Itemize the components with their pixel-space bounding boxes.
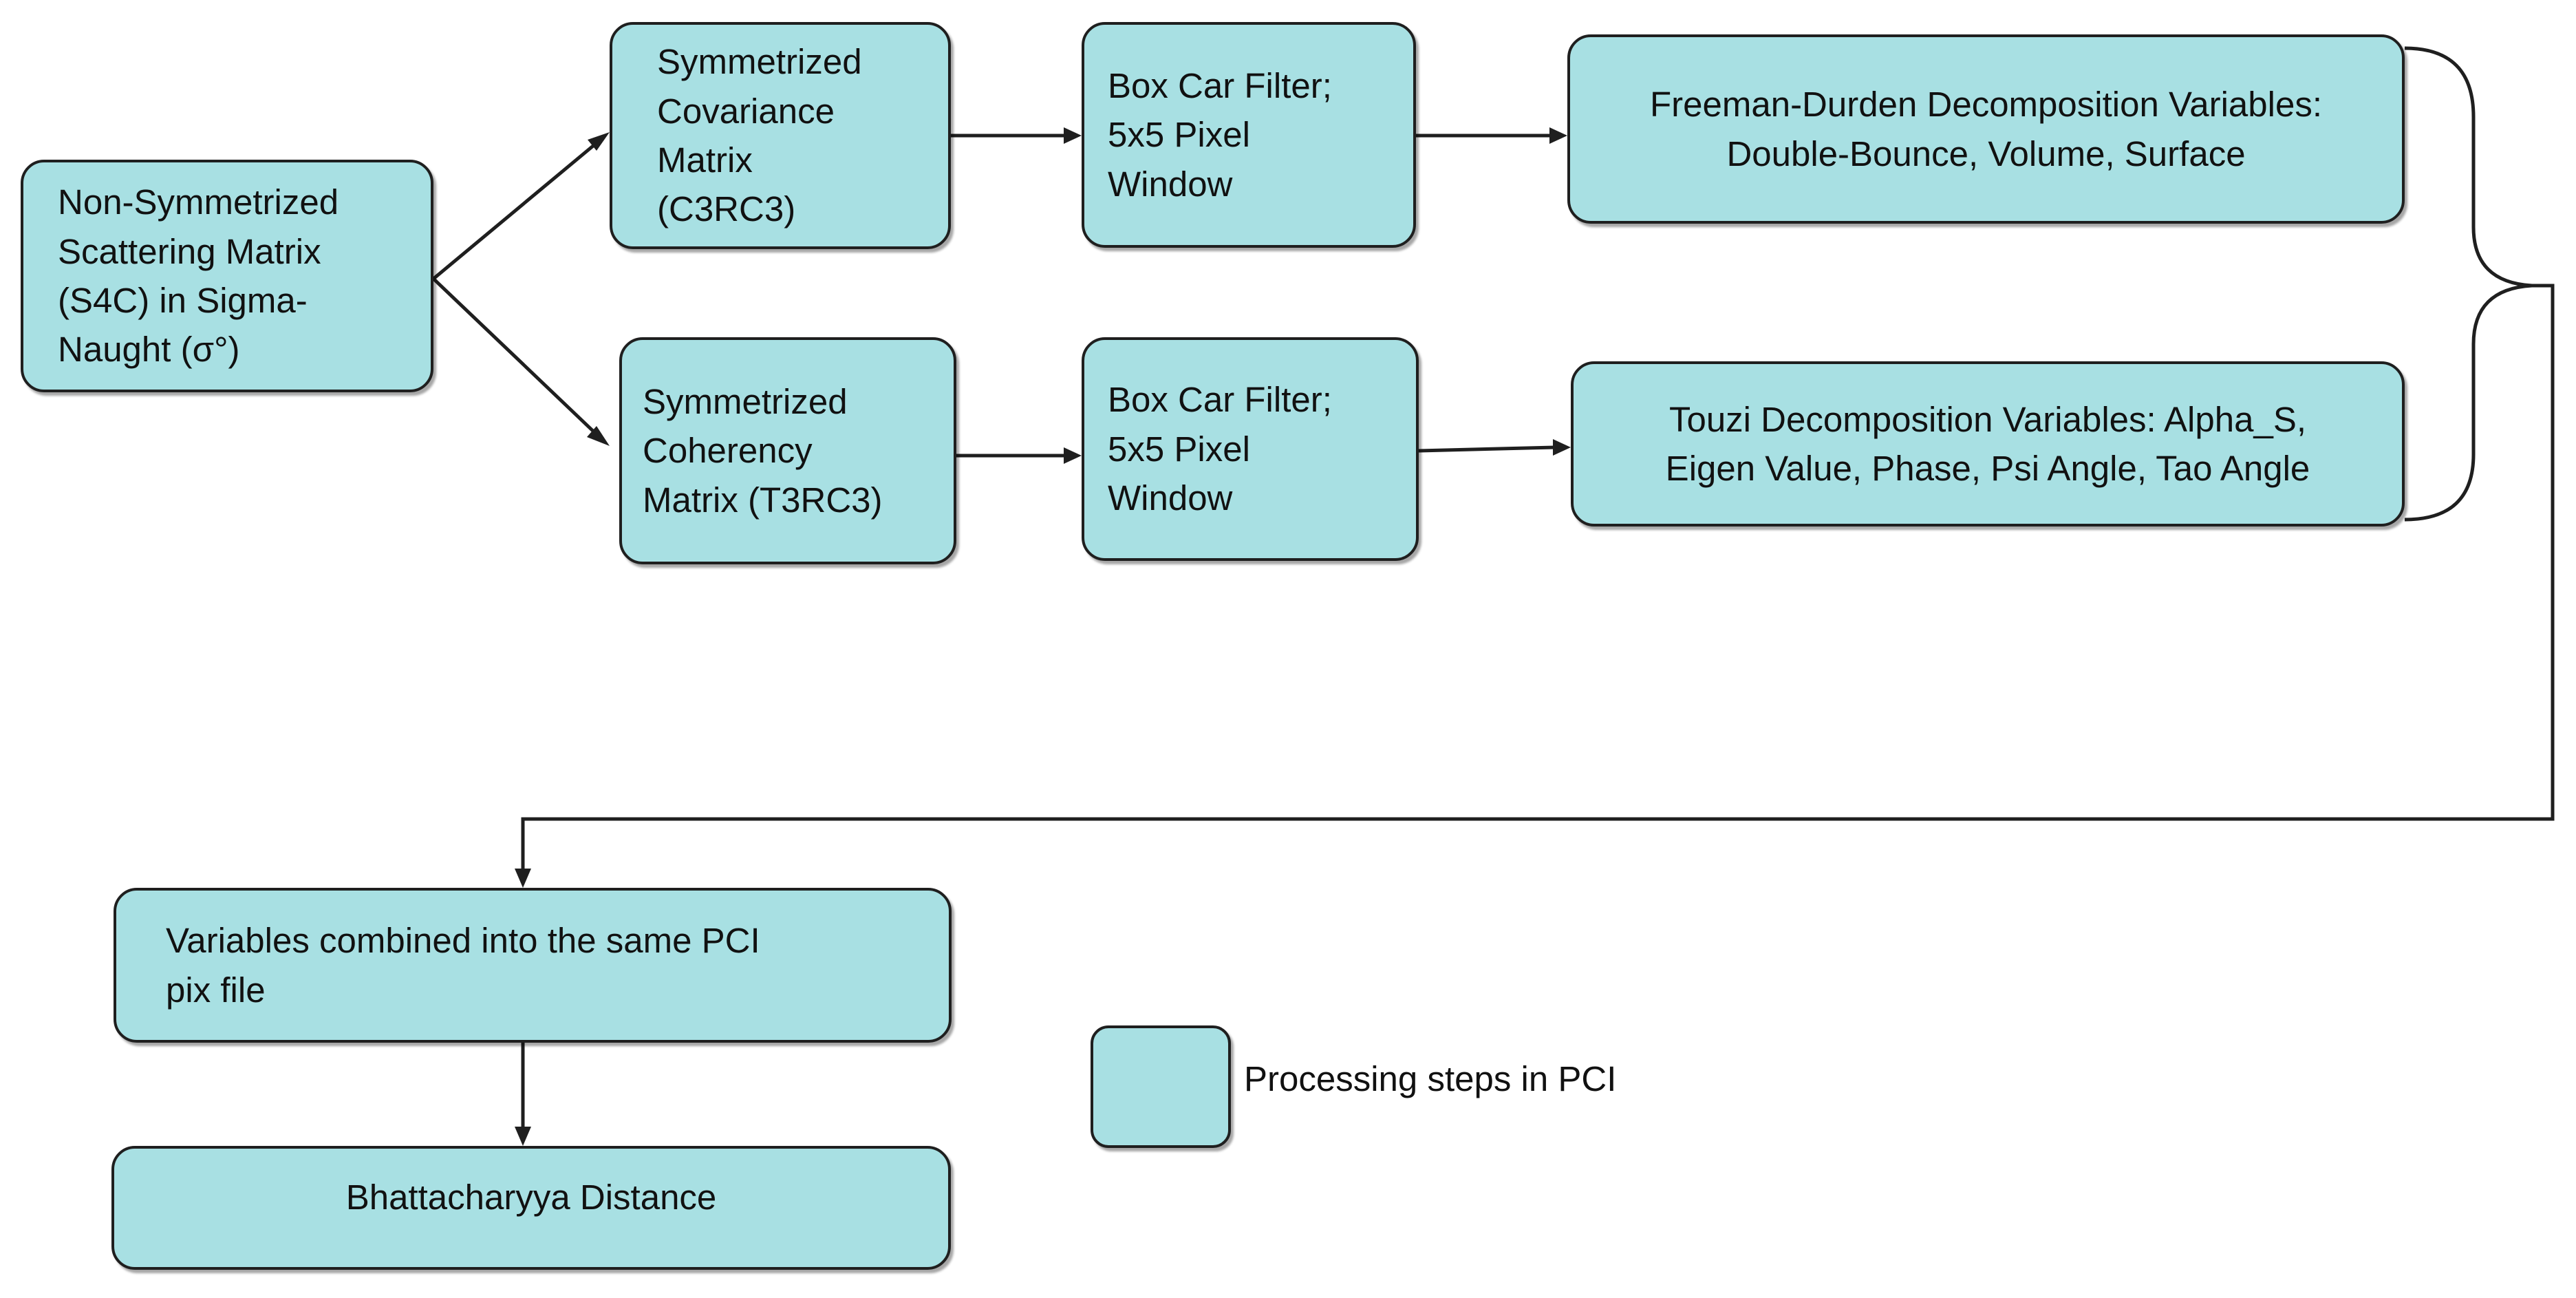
box-line: Box Car Filter; bbox=[1108, 380, 1332, 420]
box-line: (S4C) in Sigma- bbox=[58, 281, 308, 320]
arrowhead-combined bbox=[515, 869, 531, 888]
connector-brace-to-combined bbox=[521, 284, 2555, 869]
arrowhead-bhattacharyya bbox=[515, 1127, 531, 1146]
box-symmetrized-covariance-matrix: Symmetrized Covariance Matrix (C3RC3) bbox=[610, 22, 951, 249]
box-non-symmetrized-scattering-matrix: Non-Symmetrized Scattering Matrix (S4C) … bbox=[21, 160, 433, 392]
box-line: Window bbox=[1108, 164, 1233, 204]
legend-swatch bbox=[1091, 1025, 1231, 1148]
box-line: Bhattacharyya Distance bbox=[345, 1178, 717, 1217]
box-line: Covariance bbox=[657, 91, 835, 131]
box-line: Non-Symmetrized bbox=[58, 182, 339, 222]
box-car-filter-top: Box Car Filter; 5x5 Pixel Window bbox=[1082, 22, 1416, 248]
box-line: Freeman-Durden Decomposition Variables: bbox=[1650, 85, 2322, 125]
box-line: Symmetrized bbox=[657, 42, 862, 82]
box-bhattacharyya-distance: Bhattacharyya Distance bbox=[111, 1146, 951, 1270]
box-line: Matrix (T3RC3) bbox=[643, 480, 883, 520]
box-touzi-variables: Touzi Decomposition Variables: Alpha_S, … bbox=[1571, 361, 2405, 526]
arrow-filter-bottom-to-touzi bbox=[1418, 445, 1556, 453]
box-line: Touzi Decomposition Variables: Alpha_S, bbox=[1668, 399, 2307, 439]
arrow-input-to-covariance bbox=[432, 141, 599, 280]
box-car-filter-bottom: Box Car Filter; 5x5 Pixel Window bbox=[1082, 337, 1419, 561]
arrowhead-touzi bbox=[1553, 439, 1571, 456]
box-variables-combined: Variables combined into the same PCI pix… bbox=[114, 888, 952, 1043]
box-line: Variables combined into the same PCI bbox=[166, 921, 760, 961]
box-line: Box Car Filter; bbox=[1108, 65, 1332, 105]
box-line: Symmetrized bbox=[643, 381, 848, 421]
box-line: (C3RC3) bbox=[657, 189, 796, 229]
box-line: Scattering Matrix bbox=[58, 231, 321, 271]
legend-label: Processing steps in PCI bbox=[1244, 1059, 1617, 1098]
box-line: pix file bbox=[166, 970, 266, 1010]
arrow-input-to-coherency bbox=[432, 277, 599, 436]
box-line: Coherency bbox=[643, 431, 813, 471]
box-symmetrized-coherency-matrix: Symmetrized Coherency Matrix (T3RC3) bbox=[619, 337, 956, 564]
arrowhead-freeman bbox=[1549, 127, 1567, 144]
box-line: Eigen Value, Phase, Psi Angle, Tao Angle bbox=[1665, 449, 2310, 488]
arrowhead-coherency bbox=[587, 426, 610, 446]
box-line: Matrix bbox=[657, 140, 753, 180]
right-brace bbox=[2404, 46, 2533, 522]
box-line: 5x5 Pixel bbox=[1108, 115, 1250, 155]
arrowhead-covariance bbox=[588, 132, 610, 151]
box-line: Naught (σ°) bbox=[58, 330, 240, 370]
box-line: Window bbox=[1108, 478, 1233, 518]
box-freeman-durden-variables: Freeman-Durden Decomposition Variables: … bbox=[1567, 34, 2405, 224]
arrowhead-filter-bottom bbox=[1064, 447, 1082, 464]
box-line: 5x5 Pixel bbox=[1108, 429, 1250, 469]
box-line: Double-Bounce, Volume, Surface bbox=[1726, 134, 2246, 173]
arrowhead-filter-top bbox=[1064, 127, 1082, 144]
